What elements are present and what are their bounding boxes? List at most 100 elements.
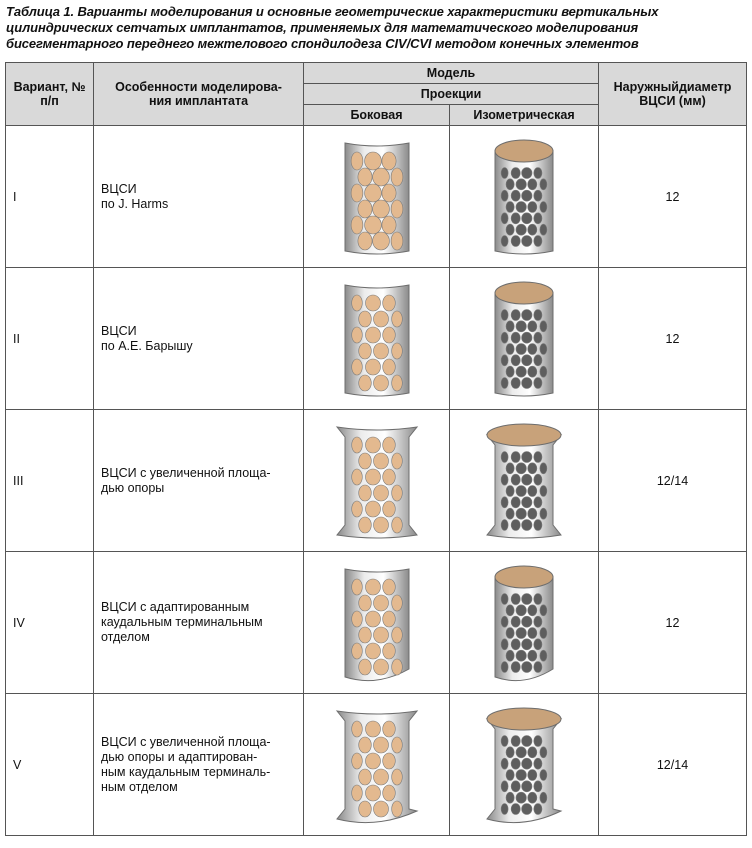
mesh-hole bbox=[381, 326, 396, 343]
mesh-hole bbox=[500, 308, 509, 321]
mesh-hole bbox=[533, 354, 543, 366]
header-isometric: Изометрическая bbox=[449, 104, 599, 126]
variant-number: III bbox=[5, 409, 94, 552]
mesh-hole bbox=[390, 800, 403, 817]
mesh-hole bbox=[500, 189, 509, 202]
mesh-hole bbox=[372, 452, 389, 469]
mesh-hole bbox=[357, 199, 372, 218]
mesh-hole bbox=[505, 177, 515, 190]
mesh-hole bbox=[505, 461, 515, 474]
isometric-projection-cell bbox=[449, 551, 599, 694]
outer-diameter: 12/14 bbox=[598, 409, 747, 552]
mesh-hole bbox=[350, 358, 363, 375]
mesh-hole bbox=[505, 342, 515, 355]
caption-label: Таблица 1. bbox=[6, 4, 74, 19]
mesh-hole bbox=[533, 212, 543, 224]
mesh-hole bbox=[510, 638, 521, 650]
mesh-hole bbox=[363, 151, 382, 170]
mesh-hole bbox=[515, 177, 527, 190]
implant-isometric-view bbox=[494, 281, 554, 396]
mesh-hole bbox=[505, 626, 515, 639]
mesh-hole bbox=[357, 374, 372, 391]
mesh-hole bbox=[510, 615, 521, 628]
mesh-hole bbox=[510, 660, 521, 673]
mesh-hole bbox=[510, 166, 521, 179]
variant-number: IV bbox=[5, 551, 94, 694]
mesh-hole bbox=[350, 784, 363, 801]
mesh-hole bbox=[515, 507, 527, 519]
mesh-hole bbox=[510, 376, 521, 389]
description-line: ВЦСИ с адаптированным bbox=[101, 600, 250, 614]
mesh-hole bbox=[390, 736, 403, 753]
mesh-hole bbox=[533, 757, 543, 770]
mesh-hole bbox=[521, 212, 533, 224]
mesh-hole bbox=[350, 720, 363, 737]
mesh-hole bbox=[350, 642, 363, 659]
mesh-hole bbox=[372, 800, 389, 817]
header-side: Боковая bbox=[303, 104, 450, 126]
mesh-hole bbox=[505, 484, 515, 497]
mesh-hole bbox=[527, 342, 538, 355]
implant-top-cap bbox=[494, 565, 554, 588]
side-projection-cell bbox=[303, 551, 450, 694]
mesh-hole bbox=[539, 626, 548, 639]
side-projection-cell bbox=[303, 693, 450, 836]
mesh-hole bbox=[505, 745, 515, 758]
mesh-hole bbox=[364, 752, 381, 769]
implant-side-view bbox=[344, 283, 409, 396]
mesh-hole bbox=[527, 649, 538, 661]
mesh-hole bbox=[533, 450, 543, 463]
mesh-hole bbox=[515, 768, 527, 781]
mesh-hole bbox=[500, 376, 509, 389]
mesh-hole bbox=[505, 319, 515, 332]
mesh-hole bbox=[357, 167, 372, 186]
implant-side-view bbox=[344, 141, 409, 254]
mesh-hole bbox=[350, 151, 363, 170]
mesh-hole bbox=[527, 768, 538, 781]
header-projections: Проекции bbox=[303, 83, 599, 105]
mesh-hole bbox=[510, 212, 521, 224]
mesh-hole bbox=[363, 215, 382, 234]
mesh-hole bbox=[500, 757, 509, 770]
mesh-hole bbox=[381, 642, 396, 659]
mesh-hole bbox=[364, 578, 381, 595]
mesh-hole bbox=[390, 484, 403, 501]
mesh-hole bbox=[527, 603, 538, 616]
outer-diameter: 12/14 bbox=[598, 693, 747, 836]
mesh-hole bbox=[381, 151, 396, 170]
mesh-hole bbox=[515, 791, 527, 803]
mesh-hole bbox=[533, 802, 543, 815]
mesh-hole bbox=[515, 745, 527, 758]
mesh-hole bbox=[533, 189, 543, 202]
mesh-hole bbox=[505, 768, 515, 781]
description-line: отделом bbox=[101, 630, 150, 644]
mesh-hole bbox=[357, 310, 372, 327]
mesh-hole bbox=[364, 784, 381, 801]
mesh-hole bbox=[372, 768, 389, 785]
mesh-hole bbox=[364, 358, 381, 375]
mesh-hole bbox=[357, 484, 372, 501]
side-projection-cell bbox=[303, 125, 450, 268]
mesh-hole bbox=[521, 496, 533, 508]
mesh-hole bbox=[521, 780, 533, 792]
mesh-hole bbox=[527, 745, 538, 758]
mesh-hole bbox=[500, 615, 509, 628]
mesh-hole bbox=[350, 183, 363, 202]
mesh-hole bbox=[539, 365, 548, 377]
description-line: по А.Е. Барышу bbox=[101, 338, 193, 353]
mesh-hole bbox=[357, 452, 372, 469]
mesh-hole bbox=[515, 484, 527, 497]
mesh-hole bbox=[527, 626, 538, 639]
mesh-hole bbox=[539, 745, 548, 758]
mesh-hole bbox=[510, 450, 521, 463]
mesh-hole bbox=[390, 199, 403, 218]
mesh-hole bbox=[350, 752, 363, 769]
mesh-hole bbox=[381, 610, 396, 627]
mesh-hole bbox=[521, 376, 533, 389]
mesh-hole bbox=[533, 615, 543, 628]
isometric-projection-cell bbox=[449, 267, 599, 410]
mesh-hole bbox=[521, 234, 533, 247]
mesh-hole bbox=[357, 768, 372, 785]
mesh-hole bbox=[505, 507, 515, 519]
